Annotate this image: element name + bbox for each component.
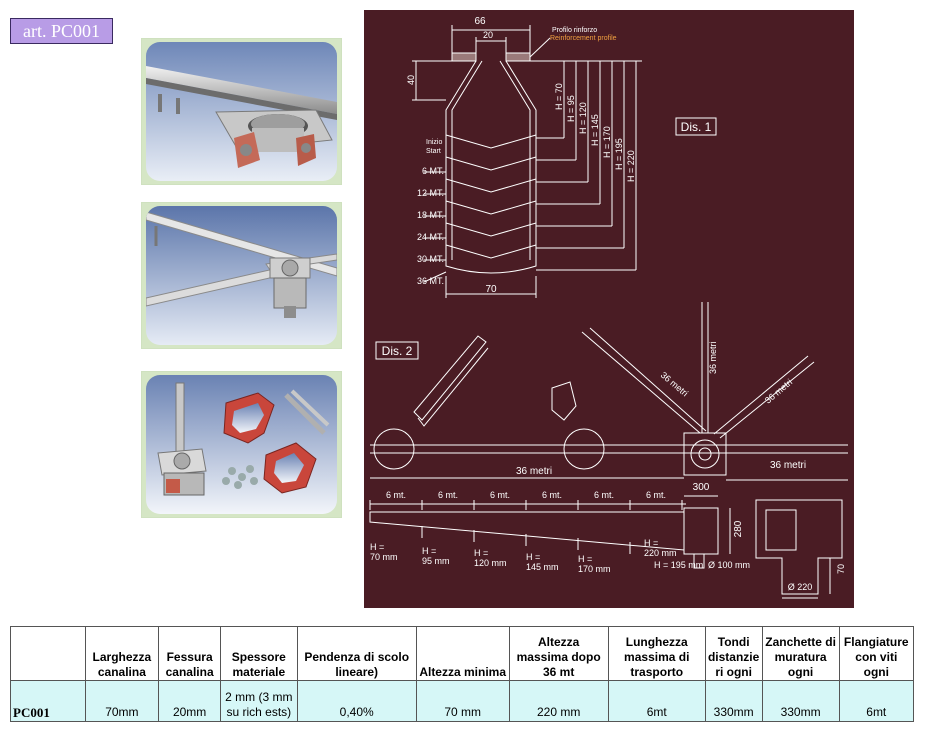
- h195-label: H = 195 mm: [654, 560, 703, 570]
- table-cell: 220 mm: [508, 680, 609, 722]
- product-photo-components: [141, 371, 342, 518]
- table-cell: 6mt: [838, 680, 915, 722]
- start-label-en: Start: [426, 148, 441, 155]
- dis2-label: Dis. 2: [382, 344, 413, 358]
- height-label: H = 120: [578, 102, 588, 134]
- column-header: Flangiature con viti ogni: [838, 626, 915, 681]
- segment-label: 6 mt.: [386, 490, 406, 500]
- column-header: Fessura canalina: [158, 626, 222, 681]
- section-height-label: H =: [422, 546, 436, 556]
- distance-marker: 36 MT.: [417, 276, 444, 286]
- ray-left-label: 36 metri: [659, 370, 690, 399]
- section-height-label: 170 mm: [578, 564, 611, 574]
- profile-label-en: Reinforcement profile: [550, 35, 617, 42]
- table-cell: 0,40%: [296, 680, 417, 722]
- section-height-label: 220 mm: [644, 548, 677, 558]
- column-header: Lunghezza massima di trasporto: [607, 626, 706, 681]
- drain-channel-image: [146, 42, 337, 181]
- product-photo-drain: [141, 38, 342, 185]
- height-label: H = 145: [590, 114, 600, 146]
- article-code-badge: art. PC001: [10, 18, 113, 44]
- dim-40: 40: [406, 75, 416, 85]
- components-image: [146, 375, 337, 514]
- segment-label: 6 mt.: [490, 490, 510, 500]
- dim-300: 300: [693, 482, 710, 493]
- section-height-label: 70 mm: [370, 552, 398, 562]
- column-header: Pendenza di scolo lineare): [296, 626, 417, 681]
- dim-70-section: 70: [836, 564, 846, 574]
- table-cell: 2 mm (3 mm su rich ests): [220, 680, 298, 722]
- distance-marker: 6 MT.: [422, 166, 444, 176]
- table-cell: 330mm: [761, 680, 840, 722]
- segment-label: 6 mt.: [594, 490, 614, 500]
- section-height-label: H =: [474, 548, 488, 558]
- section-height-label: H =: [578, 554, 592, 564]
- column-header: Zanchette di muratura ogni: [761, 626, 840, 681]
- product-photo-junction: [141, 202, 342, 349]
- section-height-label: H =: [526, 552, 540, 562]
- column-header: Tondi distanzie ri ogni: [704, 626, 763, 681]
- dim-66: 66: [474, 16, 486, 27]
- bottom-right-label: 36 metri: [770, 460, 806, 471]
- column-header: [10, 626, 86, 681]
- column-header: Larghezza canalina: [84, 626, 160, 681]
- dia-220: Ø 220: [788, 582, 813, 592]
- section-height-label: 145 mm: [526, 562, 559, 572]
- column-header: Spessore materiale: [220, 626, 298, 681]
- profile-label-it: Profilo rinforzo: [552, 27, 597, 34]
- segment-label: 6 mt.: [438, 490, 458, 500]
- ray-right-label: 36 metri: [763, 377, 794, 406]
- height-label: H = 95: [566, 95, 576, 122]
- table-cell: 70mm: [84, 680, 160, 722]
- table-cell: 20mm: [158, 680, 222, 722]
- distance-marker: 30 MT.: [417, 254, 444, 264]
- height-label: H = 170: [602, 126, 612, 158]
- dim-280: 280: [733, 520, 744, 537]
- technical-drawing-svg: 66 20 40 Profilo rinforzo Reinforcement …: [369, 16, 848, 599]
- segment-label: 6 mt.: [646, 490, 666, 500]
- dia-100: Ø 100 mm: [708, 560, 750, 570]
- start-label-it: Inizio: [426, 139, 442, 146]
- column-header: Altezza massima dopo 36 mt: [508, 626, 609, 681]
- bottom-left-label: 36 metri: [516, 466, 552, 477]
- dim-70-bottom: 70: [485, 284, 497, 295]
- column-header: Altezza minima: [415, 626, 510, 681]
- ray-top-label: 36 metri: [708, 341, 718, 374]
- distance-marker: 12 MT.: [417, 188, 444, 198]
- segment-label: 6 mt.: [542, 490, 562, 500]
- section-height-label: H =: [370, 542, 384, 552]
- section-height-label: 95 mm: [422, 556, 450, 566]
- product-code-cell: PC001: [10, 680, 86, 722]
- section-height-label: H =: [644, 538, 658, 548]
- distance-marker: 24 MT.: [417, 232, 444, 242]
- channel-junction-image: [146, 206, 337, 345]
- table-cell: 70 mm: [415, 680, 510, 722]
- distance-marker: 18 MT.: [417, 210, 444, 220]
- section-height-label: 120 mm: [474, 558, 507, 568]
- table-cell: 6mt: [607, 680, 706, 722]
- technical-drawing: 66 20 40 Profilo rinforzo Reinforcement …: [364, 10, 854, 608]
- height-label: H = 220: [626, 150, 636, 182]
- table-cell: 330mm: [704, 680, 763, 722]
- dim-20: 20: [483, 30, 493, 40]
- height-label: H = 70: [554, 83, 564, 110]
- dis1-label: Dis. 1: [681, 120, 712, 134]
- height-label: H = 195: [614, 138, 624, 170]
